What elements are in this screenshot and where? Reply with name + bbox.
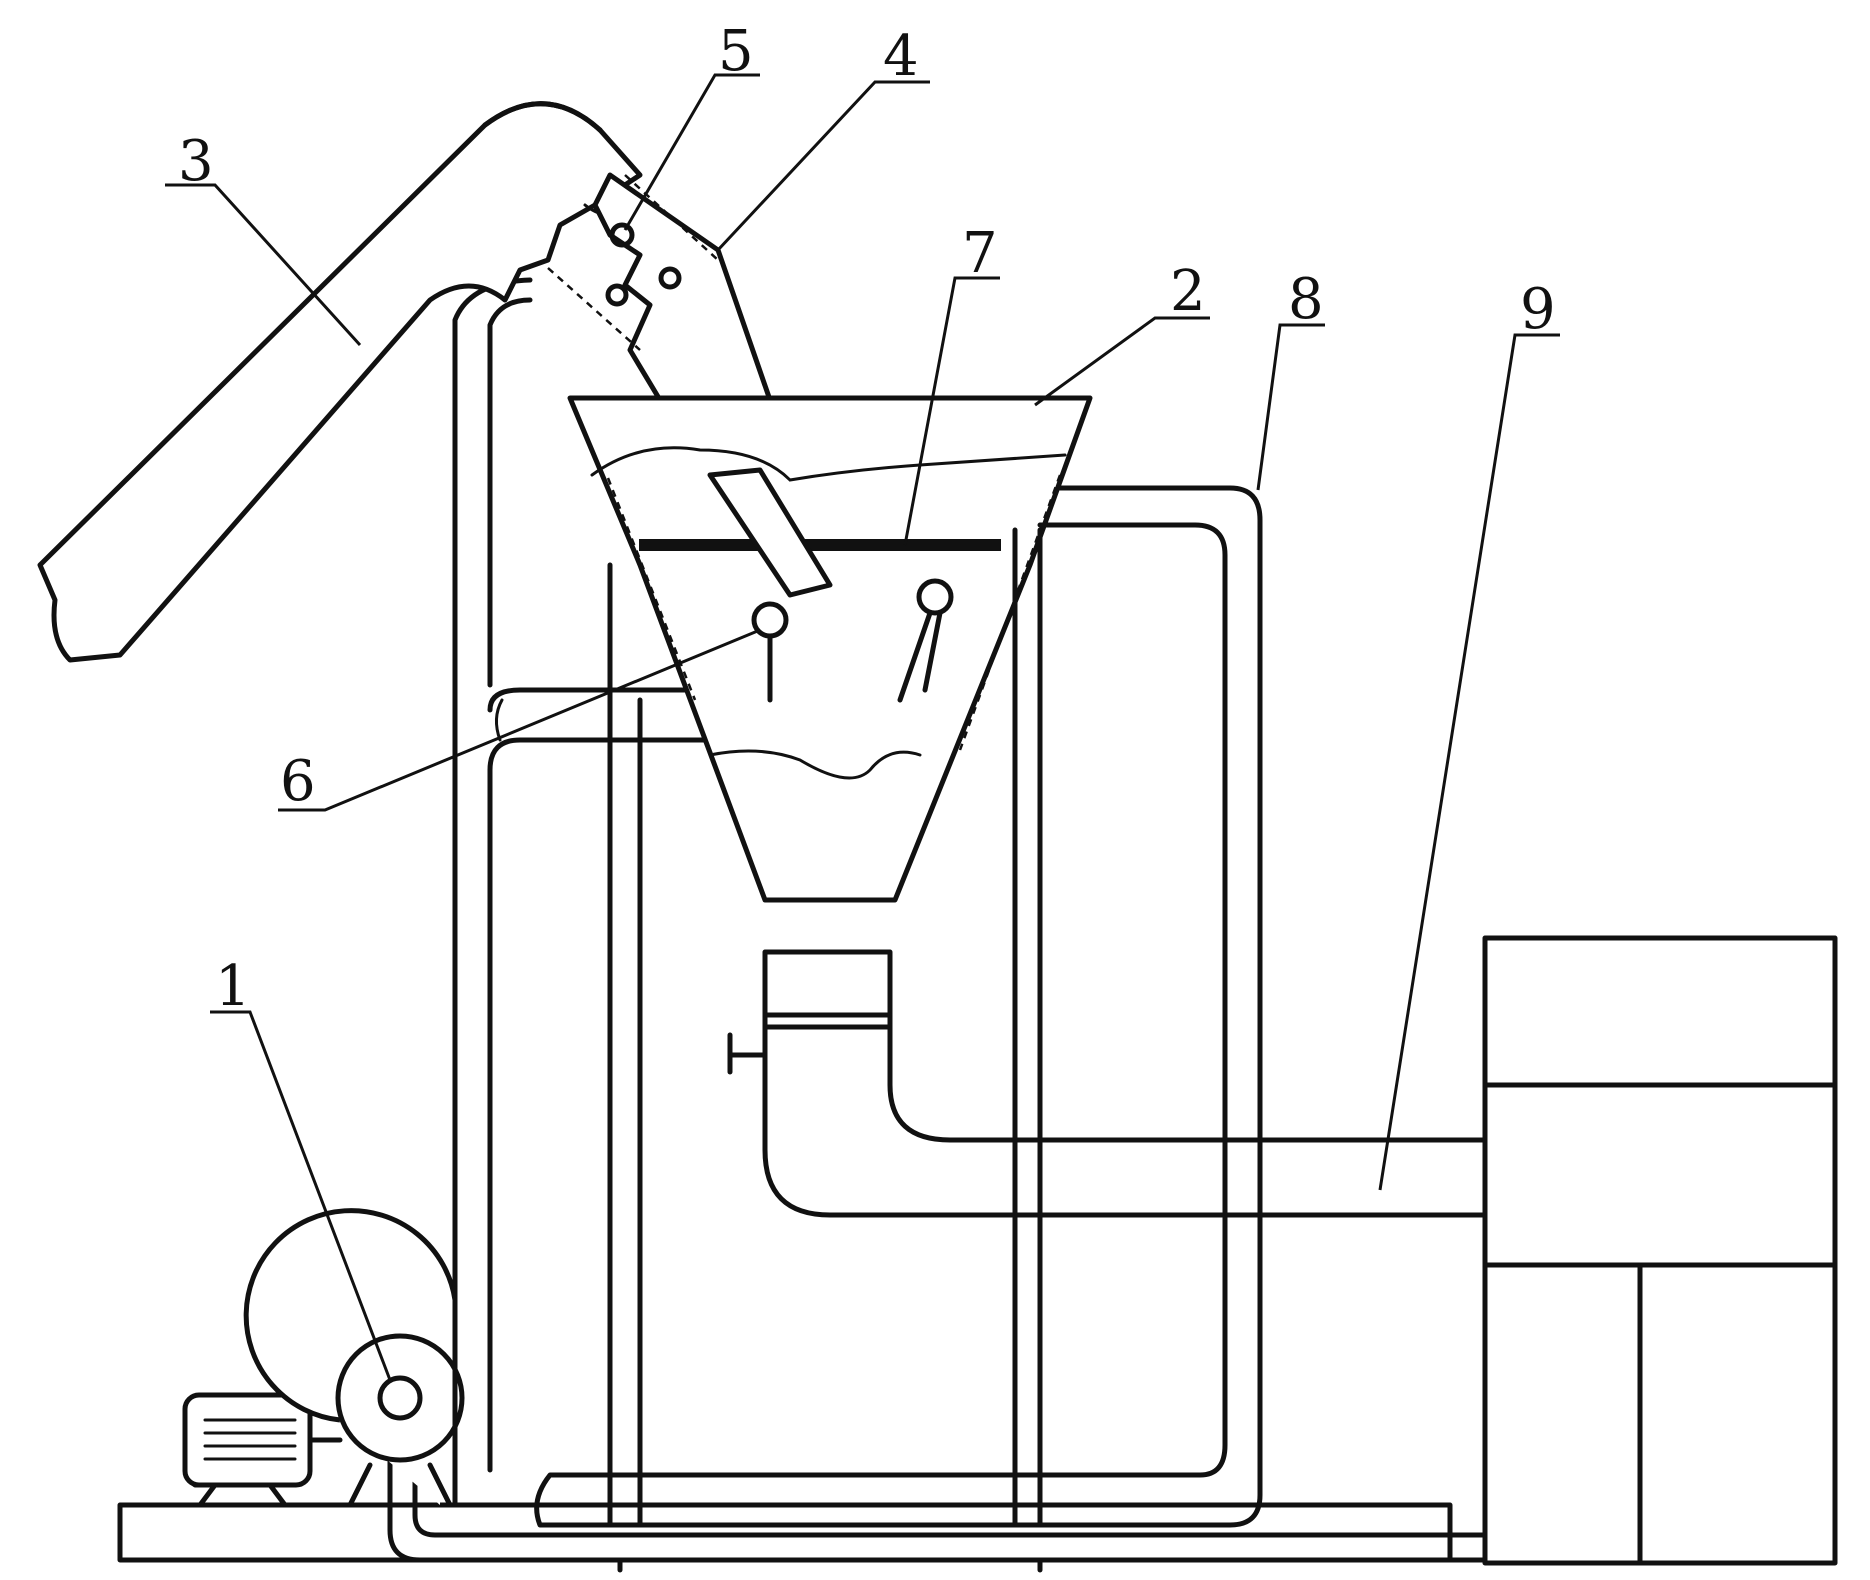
screen [639, 467, 1001, 598]
callout-5-label: 5 [718, 19, 754, 84]
outlet-valve [727, 949, 893, 1075]
callout-7: 7 [903, 221, 1000, 546]
callout-4: 4 [716, 24, 930, 252]
callout-1-label: 1 [215, 954, 251, 1019]
blower [243, 1208, 465, 1508]
cabinet [1482, 935, 1838, 1566]
frame-columns [607, 527, 1043, 1528]
callout-6: 6 [278, 628, 761, 814]
callout-9: 9 [1378, 277, 1560, 1191]
callout-6-label: 6 [280, 749, 316, 814]
callout-5: 5 [623, 19, 760, 231]
callout-2: 2 [1034, 259, 1210, 407]
return-pipe [534, 485, 1263, 1528]
callout-3-label: 3 [178, 129, 214, 194]
callout-9-label: 9 [1520, 277, 1556, 342]
callout-1: 1 [210, 954, 392, 1381]
callout-3: 3 [165, 129, 362, 347]
callout-2-label: 2 [1170, 259, 1206, 324]
callout-7-label: 7 [962, 221, 998, 286]
hopper [567, 395, 1093, 903]
inclined-chute [37, 101, 643, 663]
callout-8-label: 8 [1288, 267, 1324, 332]
motor [182, 1392, 343, 1508]
callout-8: 8 [1256, 267, 1325, 491]
outlet-elbow-pipe [762, 1022, 1488, 1218]
callout-4-label: 4 [883, 24, 919, 89]
head-section [547, 172, 773, 403]
probes [751, 578, 954, 703]
